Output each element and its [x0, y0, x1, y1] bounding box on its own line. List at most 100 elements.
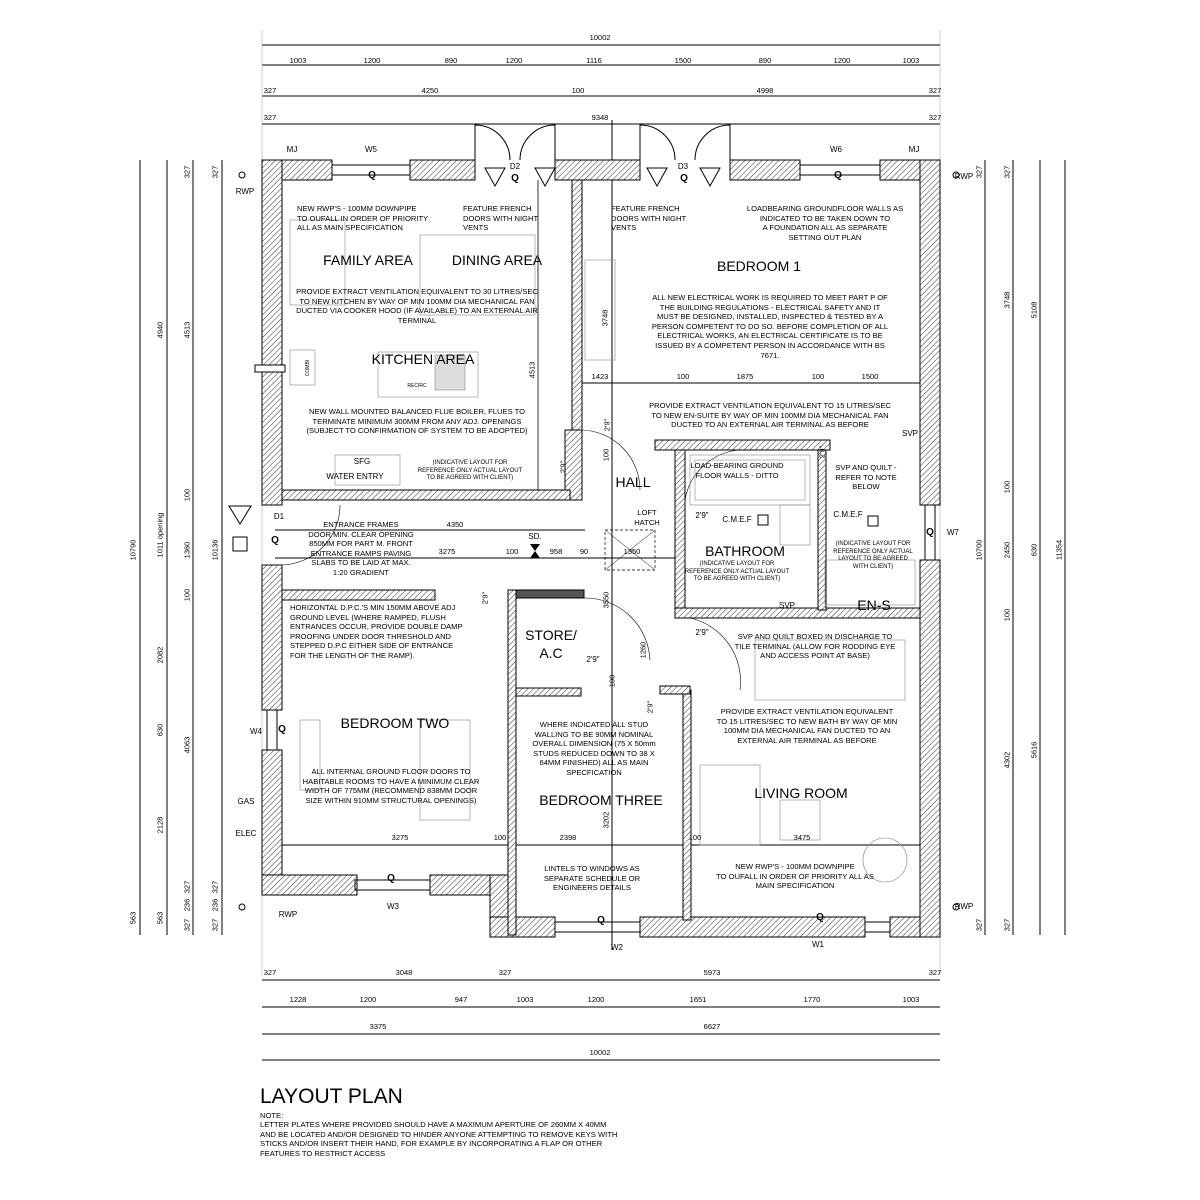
dim-right: 327 [974, 165, 984, 179]
note-line: STICKS AND/OR INSERT THEIR HAND, FOR EXA… [260, 1139, 603, 1149]
dim-top: 890 [444, 56, 458, 65]
dim-internal: 958 [549, 547, 563, 556]
room-kitchen-area: KITCHEN AREA [371, 351, 475, 367]
label-cmef: C.M.E.F [722, 515, 752, 524]
note-dpc: HORIZONTAL D.P.C.'S MIN 150MM ABOVE ADJ … [290, 603, 463, 660]
label-d3: D3 [677, 162, 689, 171]
label-d2: D2 [509, 162, 521, 171]
dim-internal: 3275 [391, 833, 409, 842]
dim-internal: 100 [505, 547, 519, 556]
note-ensuite-indicative: (INDICATIVE LAYOUT FOR REFERENCE ONLY AC… [833, 541, 913, 570]
dim-left: 630 [155, 723, 165, 737]
label-svp: SVP [778, 601, 796, 610]
room-bedroom-three: BEDROOM THREE [539, 792, 663, 808]
dim-bottom: 327 [263, 968, 277, 977]
dim-bottom: 1200 [587, 995, 605, 1004]
warning-triangle-icon [699, 167, 721, 188]
dim-right: 100 [1002, 480, 1012, 494]
dim-left: 327 [182, 165, 192, 179]
dim-left: 4940 [155, 321, 165, 339]
room-store-line2: A.C [539, 645, 563, 661]
dim-internal: 100 [601, 448, 611, 462]
dim-left: 327 [182, 880, 192, 894]
dim-bottom: 1003 [516, 995, 534, 1004]
dim-top-overall: 10002 [589, 33, 611, 42]
note-lintels: LINTELS TO WINDOWS AS SEPARATE SCHEDULE … [543, 864, 641, 893]
dim-internal: 3202 [601, 811, 611, 829]
room-family-area: FAMILY AREA [323, 252, 413, 268]
door-width: 2'9" [558, 460, 568, 474]
symbols [228, 167, 960, 911]
dim-internal: 1260 [638, 641, 648, 659]
room-dining-area: DINING AREA [451, 252, 543, 268]
window-marker-q: Q [816, 912, 824, 923]
label-rwp: RWP [235, 187, 255, 196]
label-mj: MJ [908, 145, 920, 154]
openings [266, 124, 936, 933]
note-internal-doors: ALL INTERNAL GROUND FLOOR DOORS TO HABIT… [302, 767, 480, 805]
dim-internal: 3748 [600, 309, 610, 327]
room-living-room: LIVING ROOM [754, 785, 848, 801]
room-hall: HALL [615, 474, 651, 490]
note-line: LETTER PLATES WHERE PROVIDED SHOULD HAVE… [260, 1120, 607, 1130]
note-svp-boxed: SVP AND QUILT BOXED IN DISCHARGE TO TILE… [734, 632, 896, 661]
dim-top: 9348 [591, 113, 609, 122]
note-boiler: NEW WALL MOUNTED BALANCED FLUE BOILER, F… [306, 407, 528, 436]
internal-walls [281, 179, 921, 936]
note-bath-ventilation: PROVIDE EXTRACT VENTILATION EQUIVALENT T… [716, 707, 898, 745]
note-stud-walling: WHERE INDICATED ALL STUD WALLING TO BE 9… [532, 720, 656, 777]
label-w5: W5 [365, 145, 377, 154]
dim-internal: 4513 [527, 361, 537, 379]
dim-right: 5616 [1029, 741, 1039, 759]
dim-bottom: 327 [498, 968, 512, 977]
dim-right: 327 [1002, 165, 1012, 179]
dim-left: 10136 [210, 539, 220, 561]
dim-right: 100 [1002, 608, 1012, 622]
dim-top: 4250 [421, 86, 439, 95]
dim-top: 1200 [363, 56, 381, 65]
dim-top: 327 [928, 113, 942, 122]
label-cmef: C.M.E.F [833, 510, 863, 519]
dim-top: 1200 [833, 56, 851, 65]
label-w4: W4 [250, 727, 262, 736]
dim-left: 10790 [128, 539, 138, 561]
warning-triangle-icon [484, 167, 506, 188]
dim-bottom: 6627 [703, 1022, 721, 1031]
label-rwp: RWP [278, 910, 298, 919]
dim-internal: 100 [493, 833, 507, 842]
dim-top: 890 [758, 56, 772, 65]
note-rwp-top: NEW RWP'S - 100MM DOWNPIPE TO OUFALL IN … [297, 204, 429, 233]
drawing-title: LAYOUT PLAN [260, 1085, 403, 1108]
dim-left: 327 [210, 918, 220, 932]
label-rwp: RWP [954, 902, 974, 911]
dim-internal: 1423 [591, 372, 609, 381]
label-elec: ELEC [235, 829, 257, 838]
label-w6: W6 [830, 145, 842, 154]
note-kitchen-indicative: (INDICATIVE LAYOUT FOR REFERENCE ONLY AC… [417, 460, 523, 481]
dim-left-opening: 1011 opening [155, 512, 165, 558]
dim-internal: 1500 [861, 372, 879, 381]
smoke-detector-icon [530, 544, 540, 558]
window-marker-q: Q [271, 535, 279, 546]
dim-internal: 100 [676, 372, 690, 381]
note-svp-quilt: SVP AND QUILT - REFER TO NOTE BELOW [835, 463, 897, 492]
note-bathroom-indicative: (INDICATIVE LAYOUT FOR REFERENCE ONLY AC… [684, 561, 790, 582]
room-bedroom-1: BEDROOM 1 [716, 258, 802, 274]
dim-internal: 3275 [438, 547, 456, 556]
dim-bottom-overall: 10002 [589, 1048, 611, 1057]
note-entrance: ENTRANCE FRAMES DOOR MIN. CLEAR OPENING … [308, 520, 414, 577]
dim-internal: 100 [688, 833, 702, 842]
note-rwp-bottom: NEW RWP'S - 100MM DOWNPIPE TO OUFALL IN … [716, 862, 874, 891]
fan-icon [757, 514, 769, 526]
note-kitchen-ventilation: PROVIDE EXTRACT VENTILATION EQUIVALENT T… [296, 287, 538, 325]
dim-internal: 3475 [793, 833, 811, 842]
dim-right: 11354 [1054, 539, 1064, 561]
dim-left: 1360 [182, 541, 192, 559]
dim-left: 327 [210, 880, 220, 894]
dim-internal: 100 [811, 372, 825, 381]
dim-left: 327 [210, 165, 220, 179]
note-loadbearing: LOADBEARING GROUNDFLOOR WALLS AS INDICAT… [746, 204, 904, 242]
note-heading: NOTE: [260, 1111, 284, 1120]
note-loadbearing-ditto: LOAD-BEARING GROUND FLOOR WALLS - DITTO [690, 461, 784, 480]
window-marker-q: Q [926, 527, 934, 538]
